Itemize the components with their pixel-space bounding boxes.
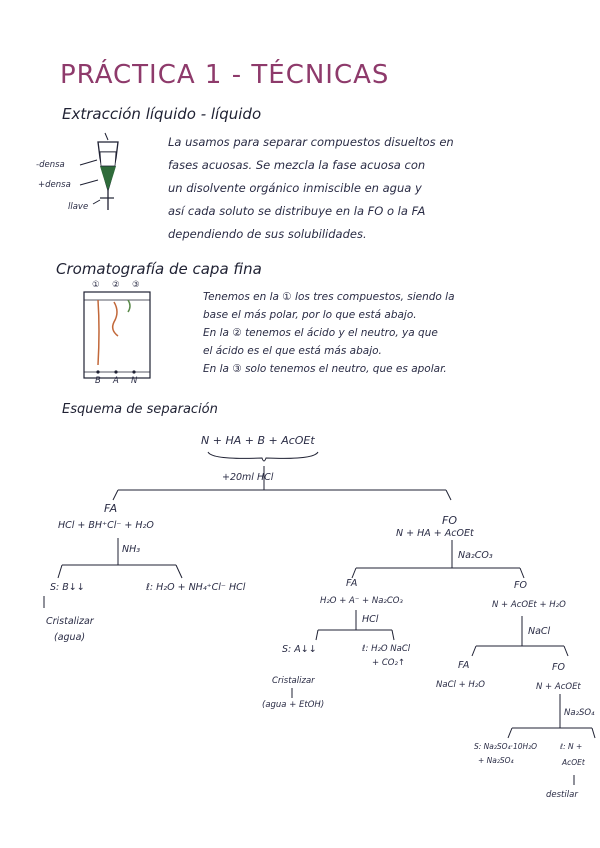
tlc-heading: Cromatografía de capa fina (56, 260, 262, 278)
lane-b-label: B (95, 376, 101, 386)
cristalizar-1: Cristalizar (46, 616, 94, 627)
less-dense-label: -densa (36, 160, 65, 170)
cristalizar-2: Cristalizar (272, 676, 315, 686)
text-line: En la ③ solo tenemos el neutro, que es a… (203, 363, 447, 375)
lane-a-label: A (113, 376, 119, 386)
solid-n-line1: S: Na₂SO₄·10H₂O (474, 742, 538, 751)
solid-b: S: B↓↓ (50, 582, 85, 593)
text-line: un disolvente orgánico inmiscible en agu… (168, 181, 422, 195)
text-line: así cada soluto se distribuye en la FO o… (168, 204, 426, 218)
text-line: fases acuosas. Se mezcla la fase acuosa … (168, 158, 426, 172)
liquid-b: ℓ: H₂O + NH₄⁺Cl⁻ HCl (146, 582, 246, 593)
tlc-text: Tenemos en la ① los tres compuestos, sie… (203, 288, 455, 378)
fa2-content: H₂O + A⁻ + Na₂CO₃ (320, 596, 403, 606)
extraction-text: La usamos para separar compuestos disuel… (168, 131, 454, 246)
fo1-content: N + HA + AcOEt (396, 528, 474, 539)
fo3-reagent: Na₂SO₄ (564, 708, 595, 718)
more-dense-label: +densa (38, 180, 71, 190)
fa3-title: FA (458, 660, 470, 671)
destilar-step: destilar (546, 790, 578, 800)
fo3-title: FO (552, 662, 565, 673)
text-line: La usamos para separar compuestos disuel… (168, 135, 454, 149)
cristalizar-1-solvent: (agua) (54, 632, 86, 643)
step1-reagent: +20ml HCl (222, 472, 274, 483)
fo2-title: FO (514, 580, 527, 591)
fa2-title: FA (346, 578, 358, 589)
fa1-title: FA (104, 502, 118, 515)
text-line: En la ② tenemos el ácido y el neutro, ya… (203, 327, 438, 339)
solid-a: S: A↓↓ (282, 644, 317, 655)
fo1-title: FO (442, 514, 457, 527)
fa1-content: HCl + BH⁺Cl⁻ + H₂O (58, 520, 154, 531)
lane-n-label: N (131, 376, 138, 386)
start-mixture: N + HA + B + AcOEt (201, 434, 315, 447)
text-line: base el más polar, por lo que está abajo… (203, 309, 417, 321)
cristalizar-2-solvent: (agua + EtOH) (262, 700, 325, 710)
fo2-content: N + AcOEt + H₂O (492, 600, 566, 610)
fa2-reagent: HCl (362, 614, 379, 625)
fo3-content: N + AcOEt (536, 682, 581, 692)
text-line: el ácido es el que está más abajo. (203, 345, 382, 357)
extraction-heading: Extracción líquido - líquido (62, 105, 262, 123)
text-line: dependiendo de sus solubilidades. (168, 227, 367, 241)
liquid-n-line1: ℓ: N + (560, 742, 583, 751)
fo1-reagent: Na₂CO₃ (458, 550, 493, 561)
lane-3-label: ③ (132, 280, 140, 290)
fa1-reagent: NH₃ (122, 544, 141, 555)
text-line: Tenemos en la ① los tres compuestos, sie… (203, 291, 455, 303)
fo2-reagent: NaCl (528, 626, 551, 637)
liquid-a-line2: + CO₂↑ (372, 658, 405, 668)
lane-1-label: ① (92, 280, 100, 290)
fa3-content: NaCl + H₂O (436, 680, 485, 690)
valve-label: llave (68, 202, 89, 212)
lane-2-label: ② (112, 280, 120, 290)
page-title: PRÁCTICA 1 - TÉCNICAS (60, 60, 390, 90)
scheme-heading: Esquema de separación (62, 402, 218, 417)
liquid-n-line2: AcOEt (562, 758, 585, 767)
liquid-a-line1: ℓ: H₂O NaCl (362, 644, 411, 654)
solid-n-line2: + Na₂SO₄ (478, 756, 514, 765)
